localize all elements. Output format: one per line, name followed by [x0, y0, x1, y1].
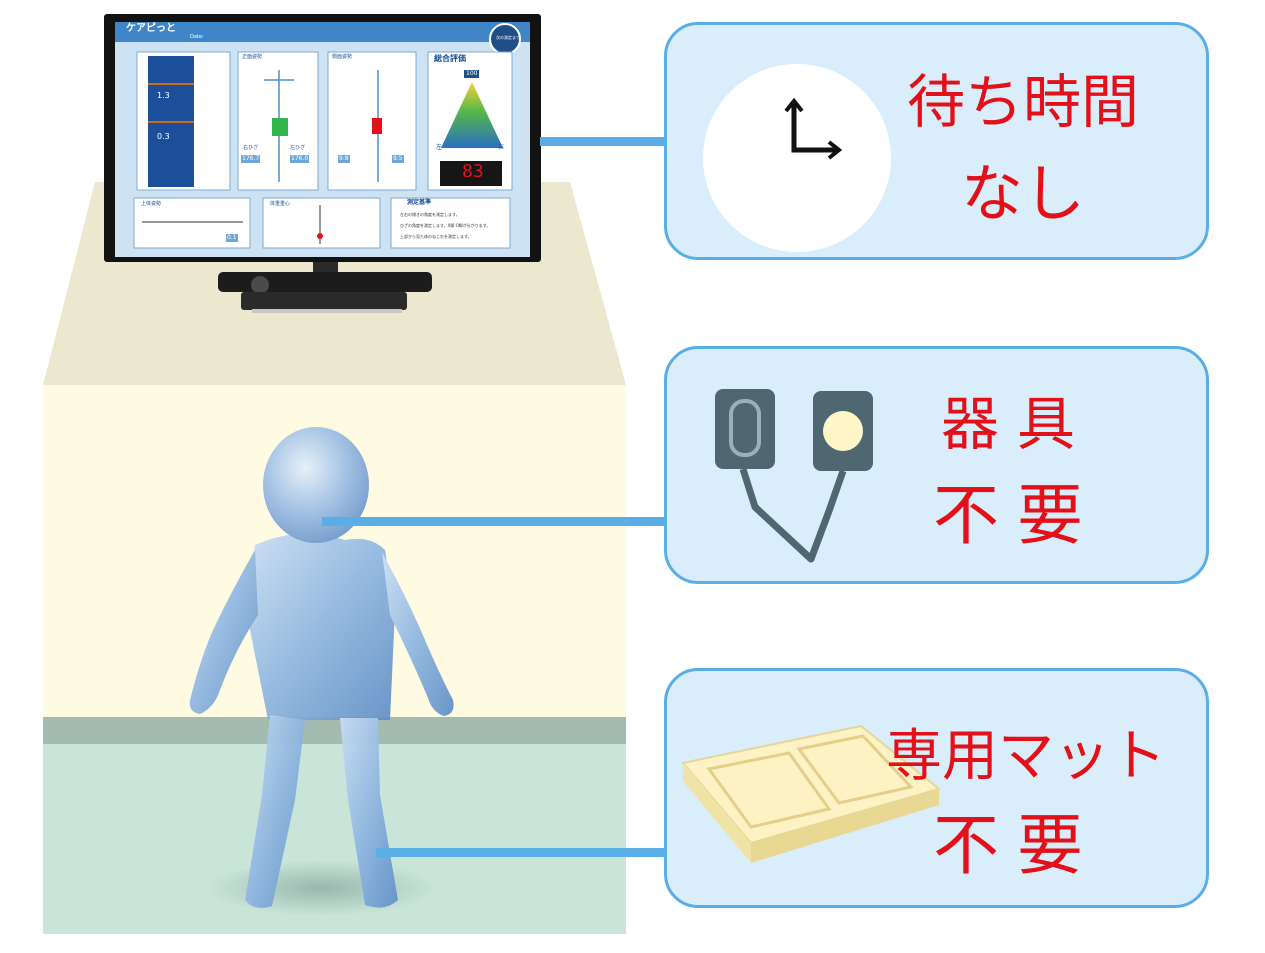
waiting-line2: なし	[960, 157, 1085, 230]
electrode-icon	[715, 389, 873, 563]
monitor-right-label: 右	[498, 144, 505, 151]
booth-baseboard	[43, 717, 626, 744]
monitor-upper-body-label: 上体姿勢	[141, 201, 162, 207]
monitor-knee-value-2: 176.0	[290, 155, 310, 163]
waiting-line1: 待ち時間	[907, 68, 1140, 136]
person-figure	[189, 427, 454, 916]
monitor-knee-value-3: 9.8	[338, 155, 350, 163]
monitor-date-label: Date:	[190, 34, 204, 40]
monitor-criteria-title: 測定基準	[407, 199, 432, 206]
connector-line-monitor	[540, 137, 666, 146]
callout-no-equipment: 器具 不要	[664, 346, 1209, 584]
monitor-overall-max: 100	[464, 70, 480, 78]
mat-line1: 専用マット	[886, 724, 1166, 789]
monitor-value-1: 1.3	[157, 91, 170, 100]
monitor-side-posture: 側面姿勢	[332, 54, 353, 60]
monitor-overall-label: 総合評価	[434, 54, 466, 63]
connector-line-body	[322, 517, 666, 526]
monitor-front-posture: 正面姿勢	[242, 54, 263, 60]
callout-no-waiting: 待ち時間 なし	[664, 22, 1209, 260]
clock-icon	[703, 64, 891, 252]
monitor-weight-center-label: 体重重心	[270, 201, 291, 207]
evaluation-pyramid	[441, 82, 503, 148]
mat-icon	[681, 724, 942, 863]
callout-no-mat: 専用マット 不要	[664, 668, 1209, 908]
mat-line2: 不要	[933, 807, 1101, 884]
monitor-criteria-1: 左右の傾きの角度を測定します。	[400, 212, 460, 217]
monitor-right-knee: 右ひざ	[243, 145, 259, 151]
monitor-criteria-2: ひざの角度を測定します。X脚 O脚が分かります。	[400, 223, 491, 228]
monitor-stand	[313, 262, 338, 272]
equipment-line1: 器具	[940, 390, 1093, 458]
monitor-countdown-label: 次の測定まで	[496, 35, 520, 40]
motion-sensor	[218, 272, 432, 313]
monitor-upper-body-value: 0.1	[226, 234, 238, 242]
monitor-app-title: ケアピっと	[126, 23, 176, 34]
monitor-knee-value-1: 176.7	[241, 155, 261, 163]
monitor-left-label: 左	[436, 144, 443, 151]
monitor-knee-value-4: 9.5	[392, 155, 404, 163]
monitor-score: 83	[462, 161, 484, 182]
monitor-left-knee: 左ひざ	[290, 145, 306, 151]
connector-line-floor	[376, 848, 666, 857]
monitor-value-2: 0.3	[157, 132, 170, 141]
equipment-line2: 不要	[933, 477, 1101, 554]
monitor-criteria-3: 上部から見た体のねじれを測定します。	[400, 234, 472, 239]
